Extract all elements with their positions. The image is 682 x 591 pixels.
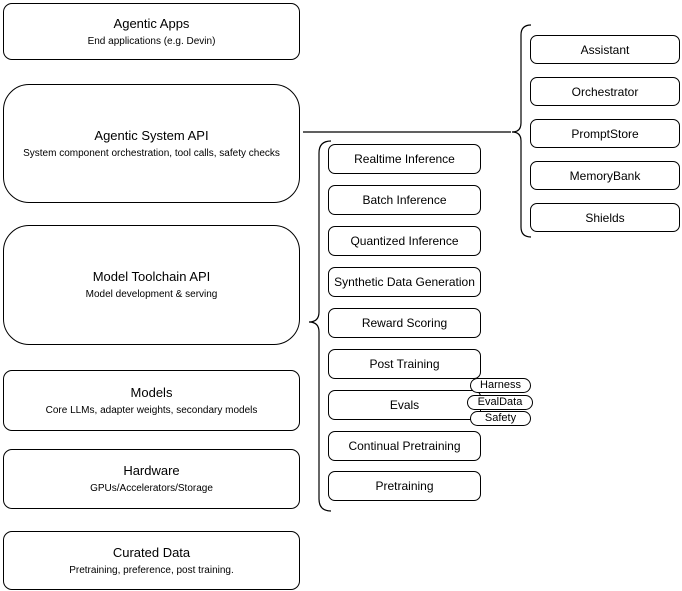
node-reward-scoring[interactable]: Reward Scoring <box>328 308 481 338</box>
node-subtitle: Model development & serving <box>85 289 218 300</box>
node-label: Assistant <box>580 42 630 57</box>
node-title: Hardware <box>123 463 180 478</box>
node-title: Agentic Apps <box>113 15 190 31</box>
pill-label: Safety <box>484 412 517 424</box>
node-label: Batch Inference <box>362 193 447 207</box>
node-subtitle: Core LLMs, adapter weights, secondary mo… <box>45 404 258 416</box>
node-synthetic-data-generation[interactable]: Synthetic Data Generation <box>328 267 481 297</box>
node-subtitle: GPUs/Accelerators/Storage <box>90 483 213 494</box>
node-label: Pretraining <box>375 479 434 493</box>
toolchain-brace <box>308 140 332 512</box>
node-label: Quantized Inference <box>350 234 459 248</box>
node-model-toolchain-api[interactable]: Model Toolchain API Model development & … <box>3 225 300 345</box>
node-subtitle: End applications (e.g. Devin) <box>87 35 216 47</box>
node-label: Synthetic Data Generation <box>334 275 475 289</box>
node-label: MemoryBank <box>569 168 641 183</box>
node-post-training[interactable]: Post Training <box>328 349 481 379</box>
node-memorybank[interactable]: MemoryBank <box>530 161 680 190</box>
node-label: Continual Pretraining <box>348 439 461 453</box>
pill-label: EvalData <box>477 396 523 408</box>
node-batch-inference[interactable]: Batch Inference <box>328 185 481 215</box>
node-agentic-apps[interactable]: Agentic Apps End applications (e.g. Devi… <box>3 3 300 60</box>
node-evals[interactable]: Evals <box>328 390 481 420</box>
node-title: Curated Data <box>112 544 191 560</box>
node-curated-data[interactable]: Curated Data Pretraining, preference, po… <box>3 531 300 590</box>
node-quantized-inference[interactable]: Quantized Inference <box>328 226 481 256</box>
node-subtitle: System component orchestration, tool cal… <box>23 147 280 159</box>
node-promptstore[interactable]: PromptStore <box>530 119 680 148</box>
node-hardware[interactable]: Hardware GPUs/Accelerators/Storage <box>3 449 300 509</box>
node-title: Model Toolchain API <box>92 269 211 284</box>
node-label: Post Training <box>369 357 440 371</box>
node-title: Agentic System API <box>94 127 209 143</box>
pill-harness[interactable]: Harness <box>470 378 531 393</box>
node-pretraining[interactable]: Pretraining <box>328 471 481 501</box>
node-agentic-system-api[interactable]: Agentic System API System component orch… <box>3 84 300 203</box>
node-title: Models <box>130 384 173 400</box>
system-components-brace <box>511 24 532 238</box>
node-label: PromptStore <box>571 126 639 141</box>
node-shields[interactable]: Shields <box>530 203 680 232</box>
node-label: Reward Scoring <box>361 316 448 330</box>
pill-evaldata[interactable]: EvalData <box>467 395 533 410</box>
pill-safety[interactable]: Safety <box>470 411 531 426</box>
node-subtitle: Pretraining, preference, post training. <box>69 564 234 576</box>
node-label: Realtime Inference <box>354 152 455 166</box>
pill-label: Harness <box>480 379 521 391</box>
node-label: Shields <box>585 210 625 225</box>
node-label: Orchestrator <box>571 84 639 99</box>
node-orchestrator[interactable]: Orchestrator <box>530 77 680 106</box>
node-continual-pretraining[interactable]: Continual Pretraining <box>328 431 481 461</box>
node-models[interactable]: Models Core LLMs, adapter weights, secon… <box>3 370 300 431</box>
node-label: Evals <box>389 398 420 412</box>
node-assistant[interactable]: Assistant <box>530 35 680 64</box>
node-realtime-inference[interactable]: Realtime Inference <box>328 144 481 174</box>
